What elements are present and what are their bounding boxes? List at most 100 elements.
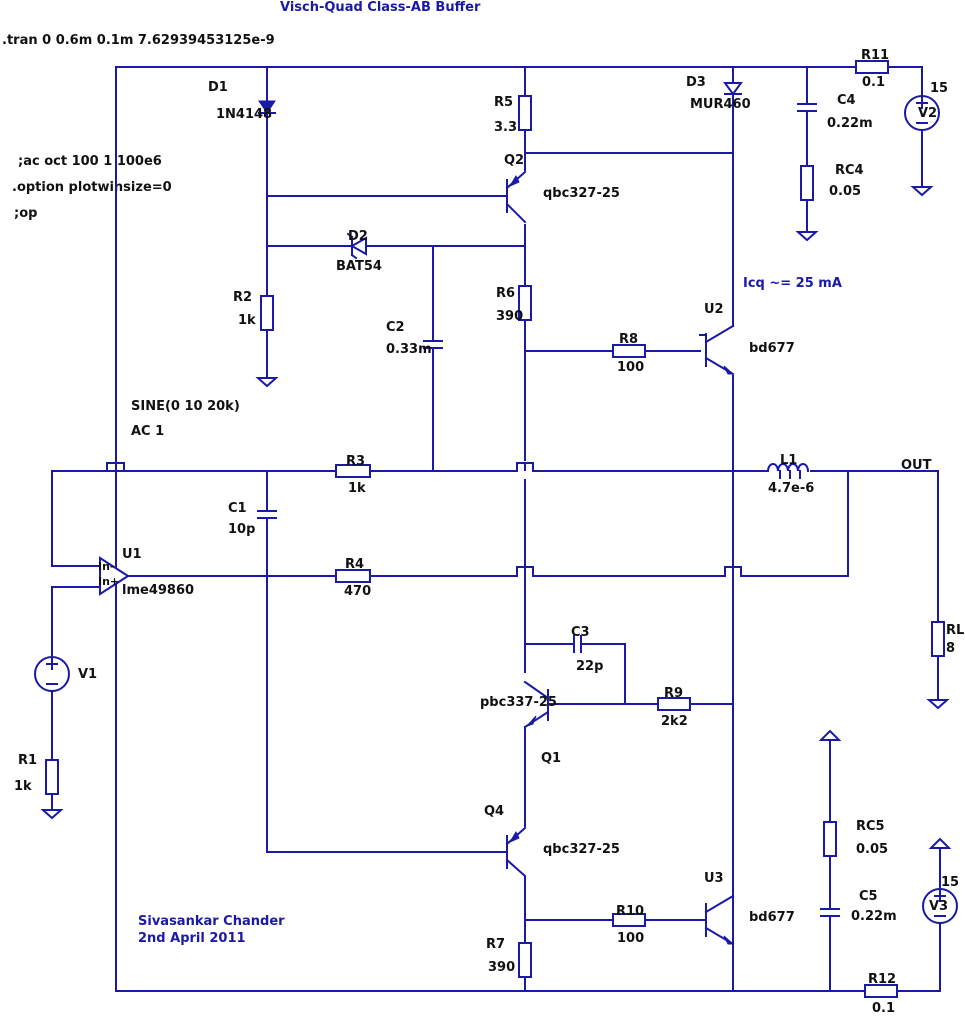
r1-name: R1 <box>18 753 37 768</box>
option-directive: .option plotwinsize=0 <box>12 180 172 195</box>
r7-value: 390 <box>488 960 515 975</box>
u1-pin-inp: In+ <box>98 575 119 588</box>
q1-value: pbc337-25 <box>480 695 557 710</box>
diode-d3 <box>723 82 743 96</box>
c3-value: 22p <box>576 659 603 674</box>
rl-name: RL <box>946 623 964 638</box>
v1-name: V1 <box>78 667 97 682</box>
d1-value: 1N4148 <box>216 107 272 122</box>
voltage-source-v3 <box>922 888 958 924</box>
opamp-u1 <box>99 556 130 596</box>
u1-name: U1 <box>122 547 142 562</box>
diode-d1 <box>258 100 276 114</box>
resistor-r8 <box>612 344 646 358</box>
d3-value: MUR460 <box>690 97 751 112</box>
tran-directive: .tran 0 0.6m 0.1m 7.62939453125e-9 <box>2 33 275 48</box>
c2-name: C2 <box>386 320 405 335</box>
r11-value: 0.1 <box>862 75 885 90</box>
voltage-source-v2 <box>904 95 940 131</box>
c5-name: C5 <box>859 889 878 904</box>
resistor-r4 <box>335 569 371 583</box>
resistor-r5 <box>518 95 532 131</box>
transistor-u2 <box>699 324 735 376</box>
c3-name: C3 <box>571 625 590 640</box>
v3-name: V3 <box>929 899 948 914</box>
out-net-label: OUT <box>901 458 932 473</box>
q2-name: Q2 <box>504 153 524 168</box>
c1-value: 10p <box>228 522 255 537</box>
date-note: 2nd April 2011 <box>138 931 246 946</box>
op-directive: ;op <box>14 206 37 221</box>
r12-name: R12 <box>868 972 896 987</box>
r6-name: R6 <box>496 286 515 301</box>
resistor-rc4 <box>800 165 814 201</box>
l1-value: 4.7e-6 <box>768 481 814 496</box>
d3-name: D3 <box>686 75 706 90</box>
v2-value: 15 <box>930 81 948 96</box>
u2-value: bd677 <box>749 341 795 356</box>
capacitor-c5 <box>820 908 840 917</box>
r4-name: R4 <box>345 557 364 572</box>
rc5-name: RC5 <box>856 819 885 834</box>
resistor-r1 <box>45 759 59 795</box>
rl-value: 8 <box>946 641 955 656</box>
v1-ac: AC 1 <box>131 424 164 439</box>
u1-value: lme49860 <box>122 583 194 598</box>
r4-value: 470 <box>344 584 371 599</box>
diode-d2 <box>346 232 367 260</box>
c2-value: 0.33m <box>386 342 432 357</box>
transistor-u3 <box>699 894 735 946</box>
u1-pin-inm: In- <box>98 560 115 573</box>
schematic-title: Visch-Quad Class-AB Buffer <box>280 0 481 15</box>
c5-value: 0.22m <box>851 909 897 924</box>
capacitor-c3 <box>573 635 582 654</box>
r11-name: R11 <box>861 48 889 63</box>
r7-name: R7 <box>486 937 505 952</box>
resistor-r12 <box>864 984 898 998</box>
d2-value: BAT54 <box>336 259 382 274</box>
d1-name: D1 <box>208 80 228 95</box>
resistor-r7 <box>518 942 532 978</box>
r5-name: R5 <box>494 95 513 110</box>
r3-value: 1k <box>348 481 366 496</box>
u2-name: U2 <box>704 302 724 317</box>
q1-name: Q1 <box>541 751 561 766</box>
resistor-rl <box>931 621 945 657</box>
capacitor-c1 <box>257 510 277 519</box>
v3-value: 15 <box>941 875 959 890</box>
v1-function: SINE(0 10 20k) <box>131 399 240 414</box>
r9-name: R9 <box>664 686 683 701</box>
wires <box>51 66 941 992</box>
l1-name: L1 <box>780 453 797 468</box>
transistor-q4 <box>505 826 527 878</box>
v2-name: V2 <box>918 106 937 121</box>
q4-value: qbc327-25 <box>543 842 620 857</box>
r6-value: 390 <box>496 309 523 324</box>
capacitor-c2 <box>423 340 443 349</box>
resistor-r3 <box>335 464 371 478</box>
r3-name: R3 <box>346 454 365 469</box>
r1-value: 1k <box>14 779 32 794</box>
icq-note: Icq ~= 25 mA <box>743 276 842 291</box>
q4-name: Q4 <box>484 804 504 819</box>
rc4-value: 0.05 <box>829 184 861 199</box>
transistor-q1 <box>523 680 557 729</box>
rc4-name: RC4 <box>835 163 864 178</box>
ground-symbols <box>40 186 950 820</box>
d2-name: D2 <box>348 229 368 244</box>
u3-name: U3 <box>704 871 724 886</box>
voltage-source-v1 <box>34 656 70 692</box>
supply-symbols <box>818 729 952 849</box>
r10-value: 100 <box>617 931 644 946</box>
capacitor-c4 <box>797 103 817 112</box>
r2-value: 1k <box>238 313 256 328</box>
r8-name: R8 <box>619 332 638 347</box>
c1-name: C1 <box>228 501 247 516</box>
resistor-rc5 <box>823 821 837 857</box>
c4-name: C4 <box>837 93 856 108</box>
r5-value: 3.3 <box>494 120 517 135</box>
transistor-q2 <box>505 170 527 224</box>
ac-directive: ;ac oct 100 1 100e6 <box>18 154 162 169</box>
inductor-l1 <box>766 460 810 479</box>
